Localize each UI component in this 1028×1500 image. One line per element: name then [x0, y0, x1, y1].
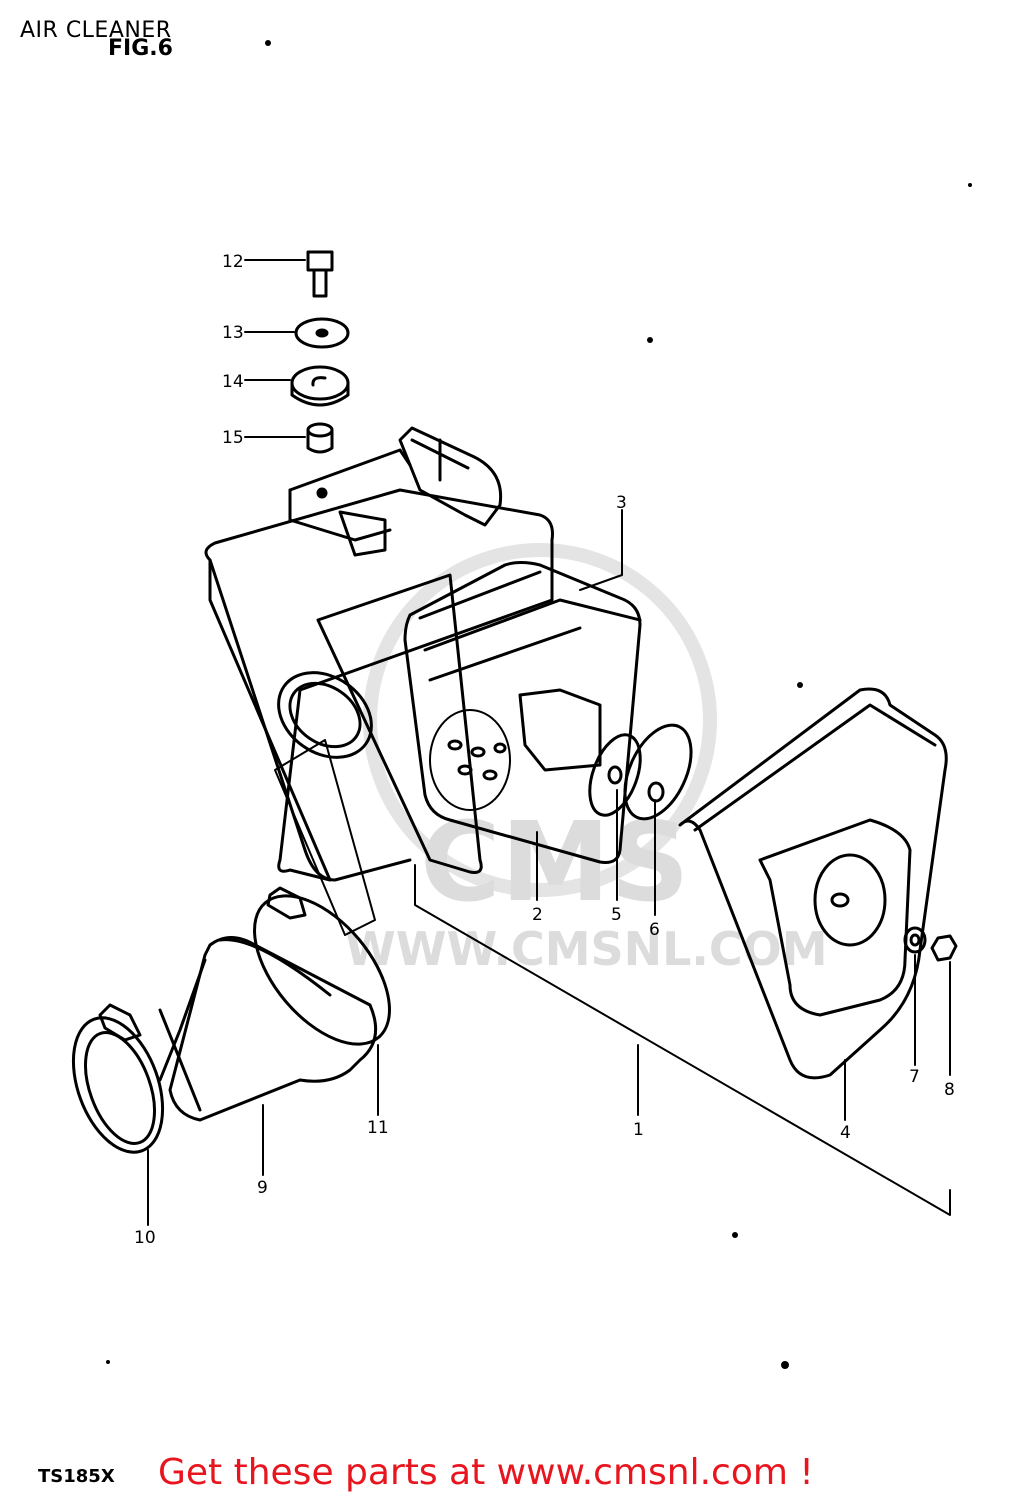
- collar-part: [306, 422, 334, 454]
- callout-10: 10: [134, 1228, 156, 1248]
- nut-part: [930, 934, 958, 962]
- air-cleaner-cover: [678, 687, 948, 1080]
- figure-number: FIG.6: [108, 36, 173, 61]
- watermark: CMS WWW.CMSNL.COM: [345, 543, 828, 976]
- callout-4: 4: [840, 1123, 851, 1143]
- clamp-small-part: [71, 1003, 165, 1154]
- callout-15: 15: [222, 428, 244, 448]
- callout-6: 6: [649, 920, 660, 940]
- model-code: TS185X: [38, 1466, 115, 1487]
- callout-12: 12: [222, 252, 244, 272]
- filter-element: [403, 561, 642, 864]
- callout-3: 3: [616, 493, 627, 513]
- callout-14: 14: [222, 372, 244, 392]
- bolt-part: [306, 250, 334, 298]
- callout-13: 13: [222, 323, 244, 343]
- grommet-part: [290, 365, 350, 407]
- shop-link[interactable]: Get these parts at www.cmsnl.com !: [158, 1452, 814, 1493]
- leader-lines: [147, 259, 951, 1226]
- callout-labels: 1 2 3 4 5 6 7 8 9 10 11 12 13 14 15: [134, 252, 955, 1248]
- callout-5: 5: [611, 905, 622, 925]
- callout-2: 2: [532, 905, 543, 925]
- washer-part: [294, 317, 350, 349]
- callout-11: 11: [367, 1118, 389, 1138]
- washer-small-part: [903, 926, 927, 954]
- callout-8: 8: [944, 1080, 955, 1100]
- plate-part: [588, 733, 642, 817]
- page-title: AIR CLEANER: [20, 18, 172, 43]
- callout-1: 1: [633, 1120, 644, 1140]
- clamp-large-part: [253, 886, 391, 1046]
- callout-9: 9: [257, 1178, 268, 1198]
- intake-pipe-part: [158, 936, 378, 1122]
- callout-7: 7: [909, 1067, 920, 1087]
- scan-specks: [106, 40, 972, 1369]
